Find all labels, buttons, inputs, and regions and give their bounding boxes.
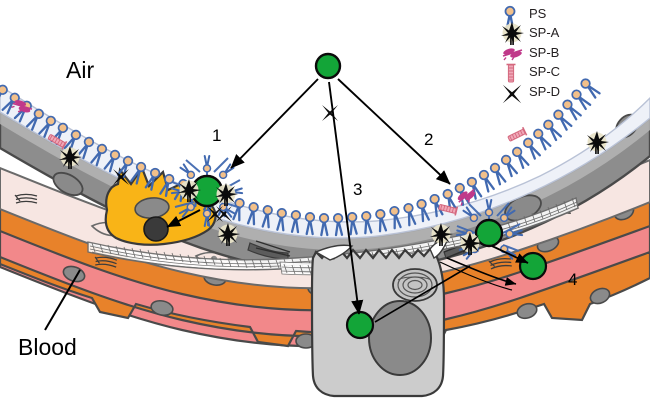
blood-compartment-label: Blood bbox=[18, 334, 77, 360]
type-II-nucleus bbox=[368, 300, 432, 376]
alveolar-macrophage bbox=[104, 165, 217, 246]
legend-label-ps: PS bbox=[529, 6, 547, 21]
type-II-alveolar-cell bbox=[310, 239, 471, 398]
macrophage-phagosome bbox=[143, 216, 169, 242]
nanoparticle-in-type-II-cell bbox=[345, 310, 375, 340]
step-number-1: 1 bbox=[212, 126, 222, 145]
legend-label-sp-d: SP-D bbox=[529, 84, 561, 99]
nanoparticle-4-in-blood bbox=[518, 251, 548, 281]
step-number-3: 3 bbox=[353, 180, 363, 199]
source-nanoparticle-group bbox=[230, 52, 451, 315]
step-number-4: 4 bbox=[568, 270, 578, 289]
blood-flow-arrow bbox=[446, 257, 517, 286]
translocation-arrow bbox=[491, 245, 529, 264]
legend-label-sp-a: SP-A bbox=[529, 25, 560, 40]
phagocytosis-arrow bbox=[166, 209, 201, 228]
step-number-2: 2 bbox=[424, 130, 434, 149]
nanoparticle-corona-right bbox=[455, 199, 524, 261]
legend-label-sp-c: SP-C bbox=[529, 64, 561, 79]
air-compartment-label: Air bbox=[66, 57, 95, 83]
arrow-to-step-1 bbox=[230, 78, 319, 169]
blood-leader-line bbox=[44, 269, 81, 331]
nanoparticle-2 bbox=[474, 218, 504, 248]
endothelium-lower bbox=[0, 250, 650, 348]
arrow-to-step-3 bbox=[328, 81, 364, 315]
type-II-apical-secretion bbox=[314, 244, 354, 261]
arrow-to-step-2 bbox=[337, 78, 451, 185]
lamellar-body bbox=[392, 268, 438, 302]
blood-flow-line bbox=[439, 261, 513, 291]
type-II-particle-leader-line bbox=[374, 265, 471, 323]
nanoparticle-corona-left bbox=[170, 155, 244, 227]
legend-label-sp-b: SP-B bbox=[529, 45, 560, 60]
source-nanoparticle bbox=[314, 52, 342, 80]
